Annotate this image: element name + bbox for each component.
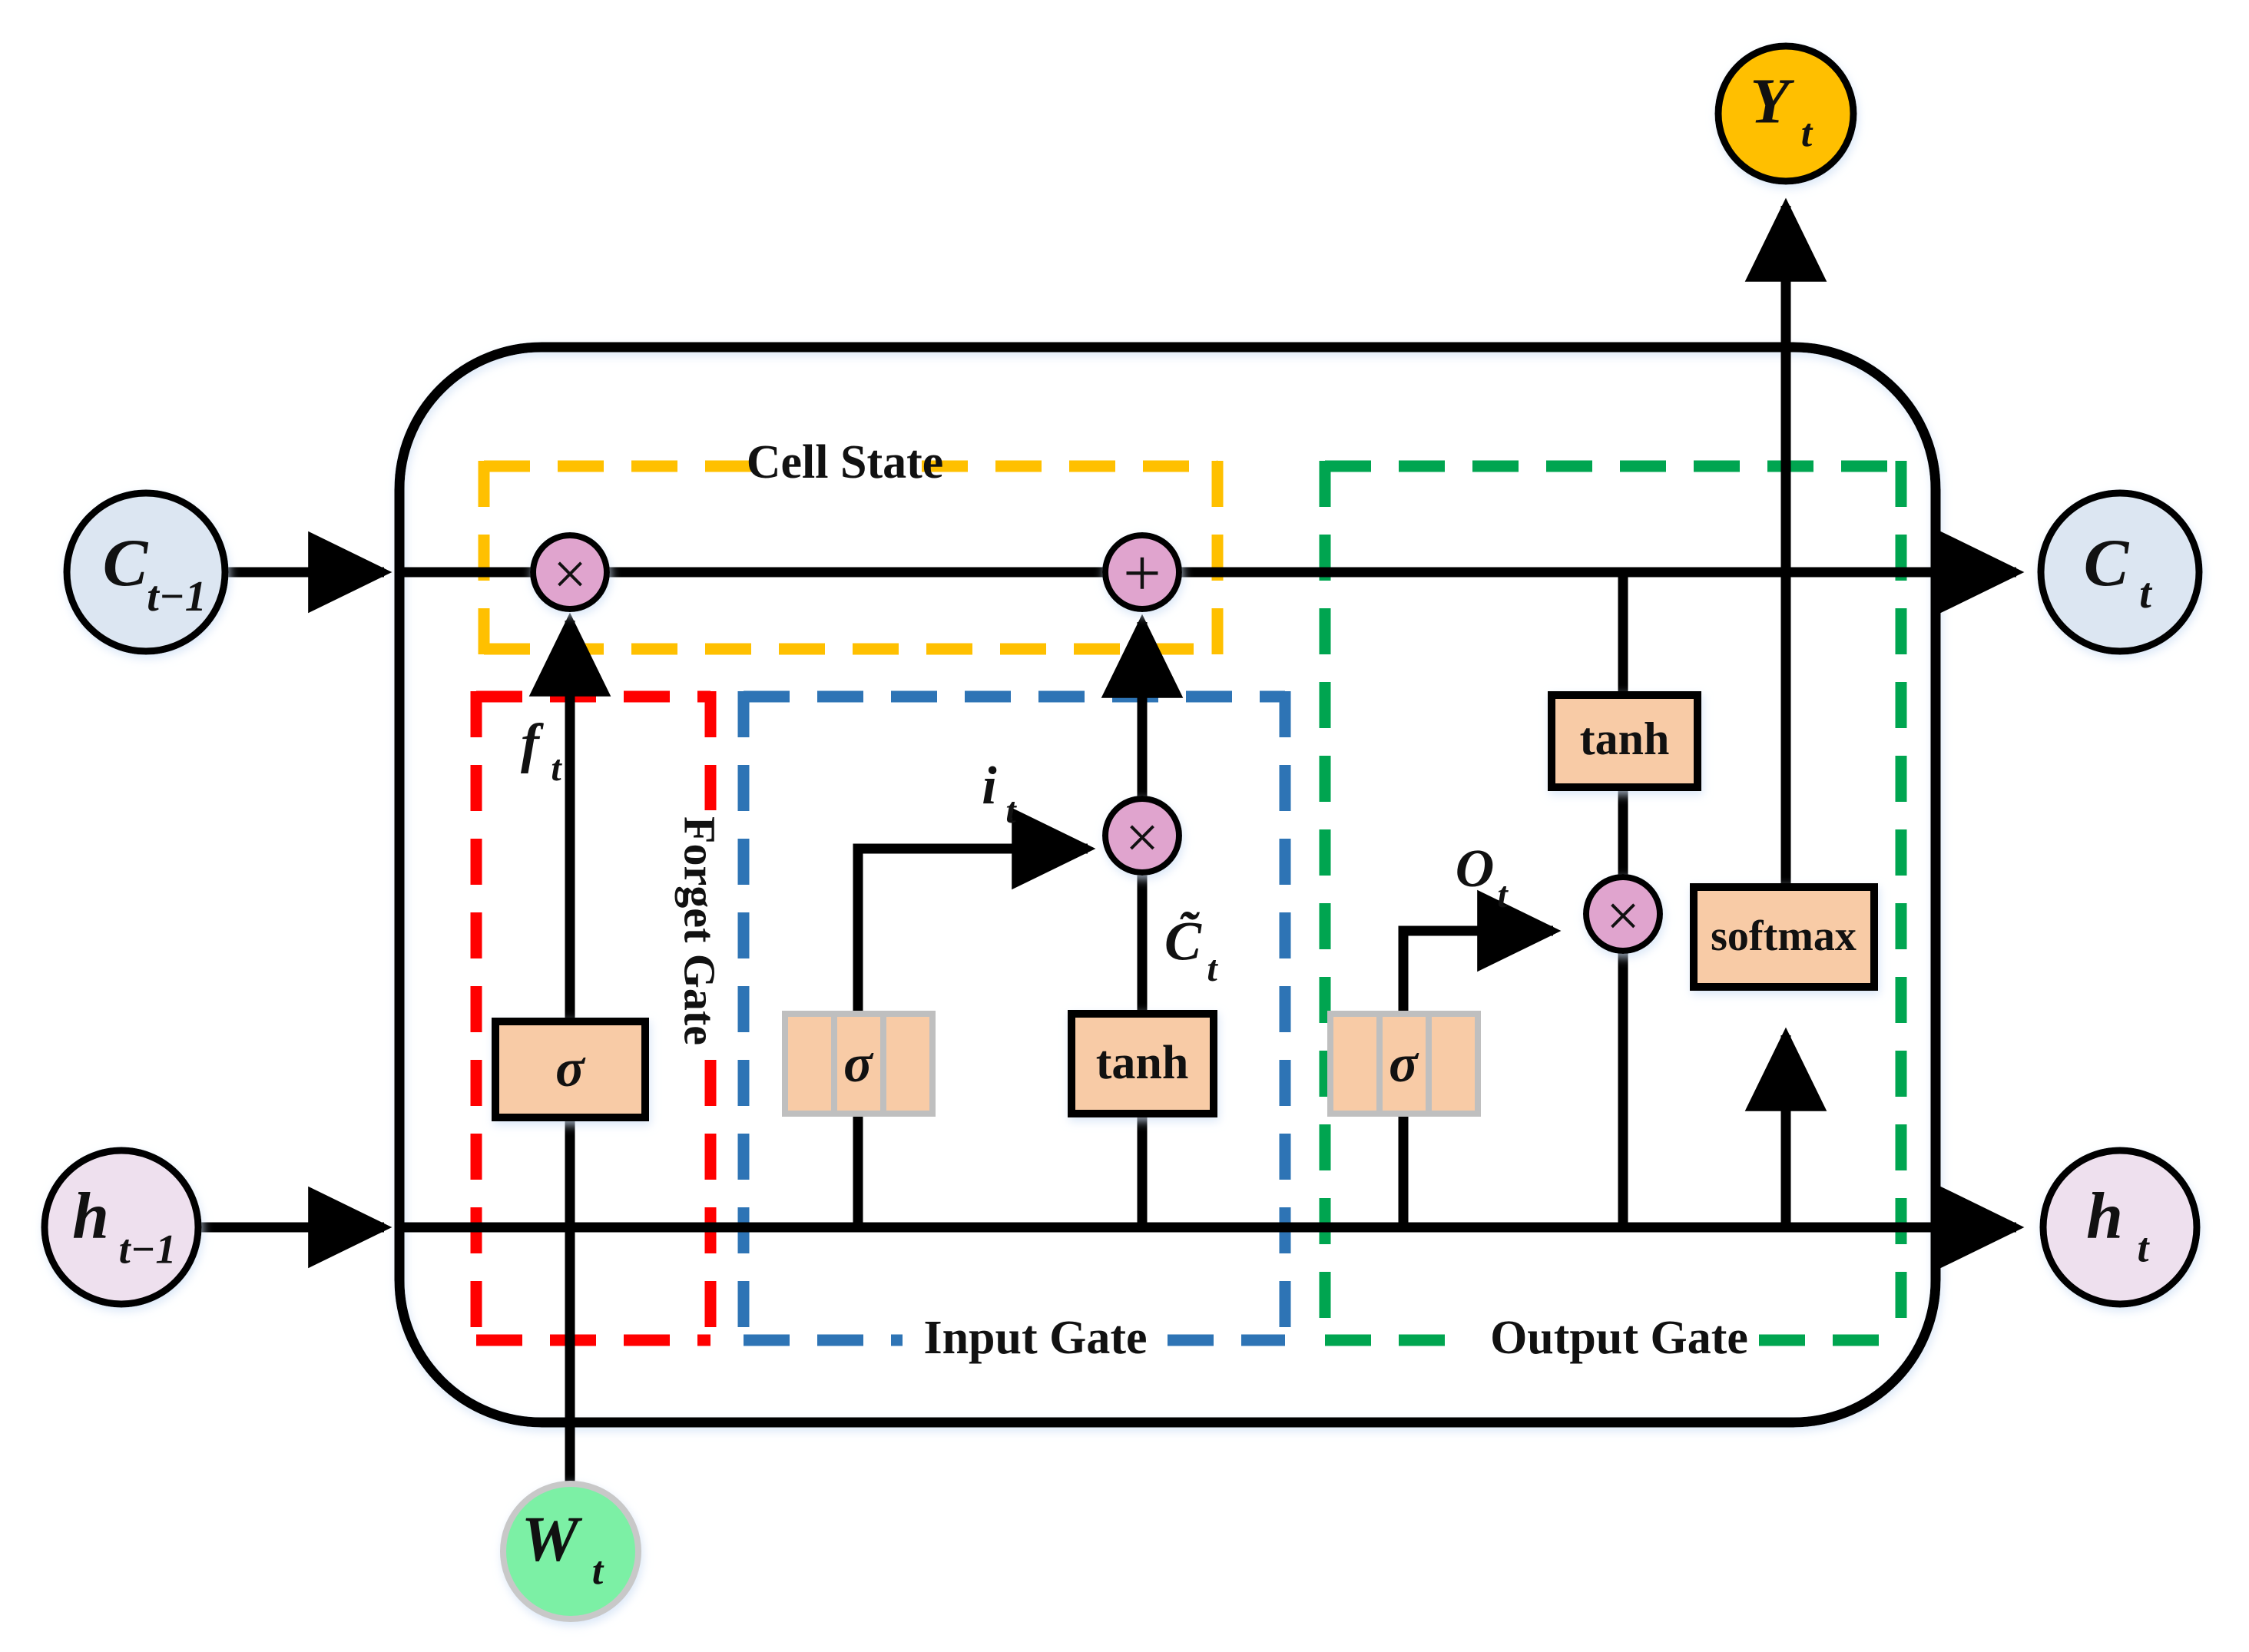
operator-mul-forget[interactable]: × xyxy=(530,532,610,612)
y-out-main: Y xyxy=(1750,65,1794,137)
w-in-main: W xyxy=(522,1503,583,1574)
c-next-sub: t xyxy=(2139,570,2152,617)
node-c-next[interactable]: C t xyxy=(2037,489,2203,655)
h-next-main: h xyxy=(2086,1179,2123,1253)
signal-label-i-t: i t xyxy=(982,756,1017,831)
o-t-main: O xyxy=(1456,839,1495,899)
c-tilde-main: C̃ xyxy=(1164,911,1202,972)
tanh-input-label: tanh xyxy=(1096,1037,1189,1089)
region-forget-gate: Forget Gate xyxy=(470,690,725,1346)
node-w-in[interactable]: W t xyxy=(500,1481,641,1622)
y-out-sub: t xyxy=(1801,111,1813,155)
node-c-prev[interactable]: C t−1 xyxy=(63,489,229,655)
f-t-sub: t xyxy=(551,748,562,789)
h-next-sub: t xyxy=(2137,1224,2150,1270)
sigma-output-label: σ xyxy=(1389,1035,1419,1094)
wires xyxy=(198,197,2025,1484)
c-tilde-sub: t xyxy=(1207,948,1218,989)
sigma-forget-label: σ xyxy=(555,1039,586,1098)
sigma-input-label: σ xyxy=(843,1035,874,1094)
c-prev-main: C xyxy=(103,526,149,601)
h-prev-main: h xyxy=(72,1179,109,1253)
c-next-main: C xyxy=(2084,526,2130,601)
mul-output-glyph: × xyxy=(1606,882,1640,949)
signal-label-c-tilde: C̃ t xyxy=(1164,911,1218,990)
activation-sigma-forget[interactable]: σ xyxy=(492,1018,649,1121)
node-h-prev[interactable]: h t−1 xyxy=(41,1147,202,1308)
activation-tanh-output[interactable]: tanh xyxy=(1548,691,1701,791)
region-output-gate: Output Gate xyxy=(1319,460,1907,1364)
c-prev-sub: t−1 xyxy=(147,573,207,621)
input-gate-title: Input Gate xyxy=(923,1312,1147,1364)
i-t-main: i xyxy=(982,756,997,816)
region-input-gate: Input Gate xyxy=(737,690,1291,1364)
lstm-cell-body xyxy=(394,342,1941,1428)
operator-mul-output[interactable]: × xyxy=(1583,874,1663,954)
add-cell-glyph: + xyxy=(1123,537,1161,611)
operator-mul-input[interactable]: × xyxy=(1102,796,1182,876)
node-y-out[interactable]: Y t xyxy=(1714,42,1857,185)
signal-label-o-t: O t xyxy=(1456,839,1509,915)
mul-forget-glyph: × xyxy=(553,541,587,607)
softmax-label: softmax xyxy=(1711,912,1857,960)
tanh-output-label: tanh xyxy=(1580,713,1670,764)
signal-label-f-t: f t xyxy=(521,713,562,790)
i-t-sub: t xyxy=(1005,790,1017,831)
forget-gate-title: Forget Gate xyxy=(675,816,725,1045)
h-prev-sub: t−1 xyxy=(119,1226,177,1272)
w-in-sub: t xyxy=(592,1549,604,1593)
node-h-next[interactable]: h t xyxy=(2039,1147,2201,1308)
cell-state-title: Cell State xyxy=(747,436,944,488)
o-t-sub: t xyxy=(1497,875,1509,915)
activation-sigma-input[interactable]: σ xyxy=(782,1011,936,1117)
output-gate-title: Output Gate xyxy=(1490,1312,1748,1364)
activation-sigma-output[interactable]: σ xyxy=(1327,1011,1481,1117)
f-t-main: f xyxy=(521,713,544,774)
activation-softmax[interactable]: softmax xyxy=(1690,883,1878,991)
wire-it-elbow xyxy=(853,807,1096,1014)
operator-add-cell[interactable]: + xyxy=(1102,532,1182,612)
activation-tanh-input[interactable]: tanh xyxy=(1068,1010,1217,1117)
mul-input-glyph: × xyxy=(1125,804,1159,871)
wire-ot-elbow xyxy=(1398,889,1562,1014)
region-cell-state: Cell State xyxy=(478,436,1224,655)
